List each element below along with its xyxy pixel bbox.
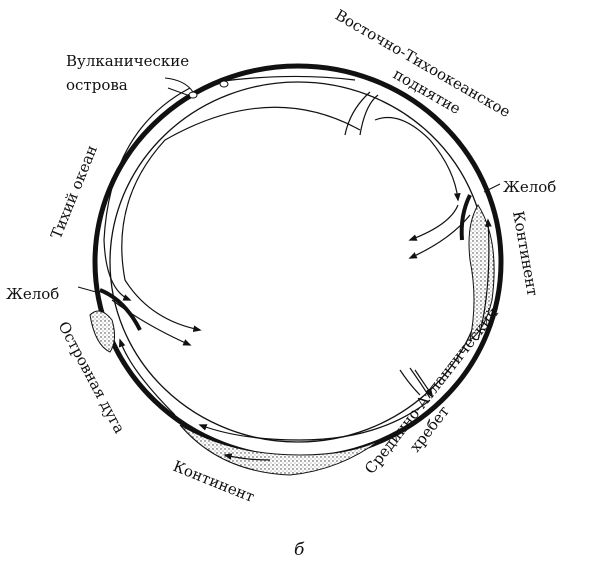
pointer-trench-right [483,183,501,193]
flow-arrow-right-inner [408,204,459,241]
flow-arrow-right-up [477,218,492,341]
upwelling-lines-bottom [399,367,431,399]
label-island-arc: Островная дуга [54,318,128,436]
label-trench-left: Желоб [6,285,59,303]
upwelling-lines-top [344,91,379,136]
label-volcanic-islands-2: острова [66,76,128,94]
flow-arrow-top-right [374,116,461,202]
slab-left [99,288,142,331]
flow-arrow-left-down [103,87,191,301]
label-trench-right: Желоб [503,178,556,196]
outer-crust-ring [92,63,504,461]
flow-arrow-right-inner-2 [408,214,471,259]
island-arc-shape [89,310,116,353]
volcanic-island-2 [219,80,229,88]
continent-right-shape [468,204,495,342]
volcanic-island-1 [188,91,198,99]
flow-arrow-bottom [198,399,431,441]
continent-bottom-shape [179,424,381,476]
flow-arrow-bottom-2 [223,453,271,461]
flow-arrow-mid-atl [414,369,433,397]
flow-arrow-top-left [213,75,356,85]
figure-caption: б [294,540,305,560]
pointer-trench-left [77,286,97,293]
label-continent-right: Континент [509,210,542,298]
flow-arrow-inner-left-2 [111,299,192,346]
label-pacific-ocean: Тихий океан [47,143,101,242]
label-volcanic-islands-1: Вулканические [66,52,189,70]
flow-arrow-inner-left [121,106,361,332]
pointer-volcanic [164,77,194,97]
slab-right [459,194,472,241]
label-mid-atlantic-ridge-1: Срединно-Атлантический [361,304,502,478]
flow-arrow-left-up [118,338,176,416]
